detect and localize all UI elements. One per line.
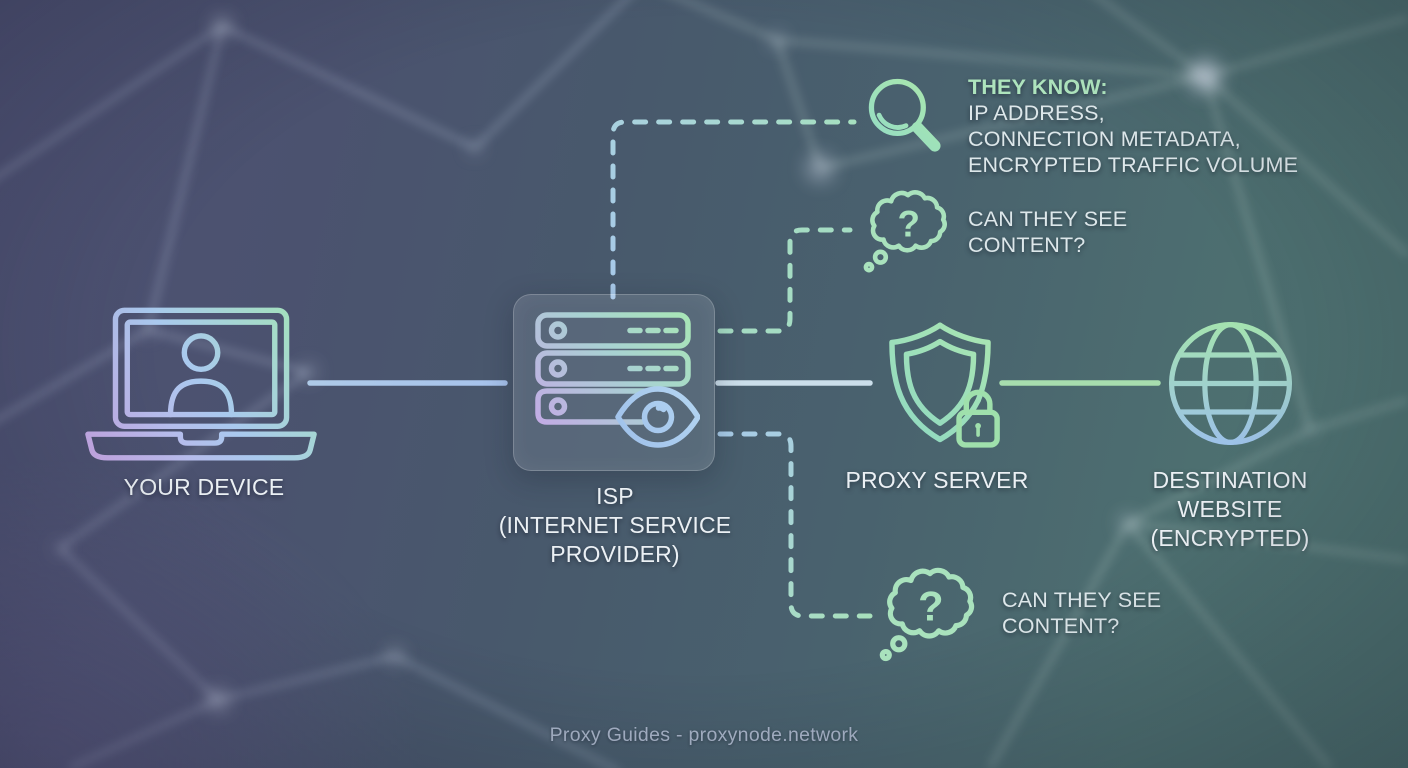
shield-outer-right — [937, 322, 991, 404]
user-head — [181, 333, 221, 373]
server-led-3 — [548, 397, 568, 416]
proxy-label: PROXY SERVER — [837, 466, 1037, 495]
shield-lock-icon — [889, 322, 1000, 448]
laptop-base — [85, 431, 317, 461]
they-know-line1: IP ADDRESS, — [968, 100, 1298, 126]
server-row-3 — [535, 388, 649, 425]
question-top-line1: CAN THEY SEE — [968, 206, 1127, 232]
question-mark: ? — [918, 582, 943, 629]
server-row-1 — [535, 312, 691, 349]
question-bottom-annotation: CAN THEY SEE CONTENT? — [1002, 587, 1161, 639]
question-top-line2: CONTENT? — [968, 232, 1127, 258]
laptop-bezel — [124, 319, 278, 418]
destination-label-line2: WEBSITE — [1110, 495, 1350, 524]
dashed-line-isp-to-question-bottom — [717, 431, 873, 619]
globe-icon — [1168, 321, 1293, 446]
user-shoulders — [167, 378, 235, 418]
magnifying-glass-icon — [868, 78, 941, 152]
server-led-2 — [548, 359, 568, 378]
isp-label-line2: (INTERNET SERVICE — [495, 511, 735, 540]
destination-label: DESTINATION WEBSITE (ENCRYPTED) — [1110, 466, 1350, 553]
they-know-heading: THEY KNOW: — [968, 74, 1298, 100]
footer-credit: Proxy Guides - proxynode.network — [0, 724, 1408, 747]
destination-label-line1: DESTINATION — [1110, 466, 1350, 495]
dashed-line-isp-to-question-top — [717, 227, 853, 334]
server-led-1 — [548, 321, 568, 340]
question-mark: ? — [898, 204, 920, 245]
thought-bubble-icon: ? — [863, 190, 947, 273]
plexus-lines-right — [680, 0, 1408, 768]
question-bottom-line2: CONTENT? — [1002, 613, 1161, 639]
device-label: YOUR DEVICE — [84, 473, 324, 502]
isp-label-line3: PROVIDER) — [495, 540, 735, 569]
lock-icon — [956, 389, 1000, 448]
dashed-line-isp-to-magnifier — [610, 119, 857, 300]
destination-label-line3: (ENCRYPTED) — [1110, 524, 1350, 553]
question-bottom-line1: CAN THEY SEE — [1002, 587, 1161, 613]
laptop-screen — [112, 307, 290, 430]
plexus-nodes — [55, 18, 1315, 710]
surveillance-eye-icon — [615, 386, 700, 448]
isp-label: ISP (INTERNET SERVICE PROVIDER) — [495, 482, 735, 569]
server-row-2 — [535, 350, 691, 387]
thought-bubble-icon: ? — [879, 567, 975, 662]
they-know-line2: CONNECTION METADATA, — [968, 126, 1298, 152]
isp-label-line1: ISP — [495, 482, 735, 511]
question-top-annotation: CAN THEY SEE CONTENT? — [968, 206, 1127, 258]
server-surveillance-eye-icon — [535, 312, 700, 448]
they-know-line3: ENCRYPTED TRAFFIC VOLUME — [968, 152, 1298, 178]
they-know-annotation: THEY KNOW: IP ADDRESS, CONNECTION METADA… — [968, 74, 1298, 178]
shield-inner — [903, 338, 977, 426]
laptop-user-icon — [85, 307, 317, 461]
